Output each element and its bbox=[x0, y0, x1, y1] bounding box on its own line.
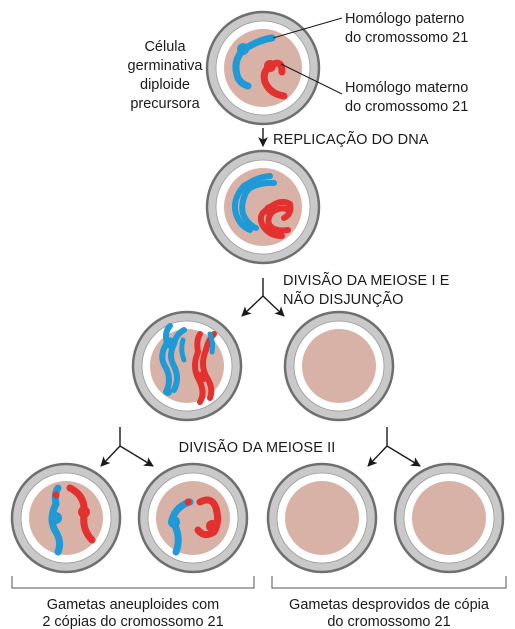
precursor-cell bbox=[205, 10, 321, 126]
nullisomic-gametes-label: Gametas desprovidos de cópia do cromosso… bbox=[289, 597, 490, 629]
aneuploid-bracket bbox=[11, 576, 255, 589]
nullisomic-gamete-2 bbox=[393, 462, 505, 574]
svg-text:Célula: Célula bbox=[144, 39, 186, 55]
svg-text:2 cópias do cromossomo 21: 2 cópias do cromossomo 21 bbox=[42, 614, 223, 629]
svg-text:Gametas aneuploides com: Gametas aneuploides com bbox=[47, 597, 220, 613]
svg-text:diploide: diploide bbox=[140, 77, 190, 93]
dna-replication-step: REPLICAÇÃO DO DNA bbox=[258, 128, 429, 148]
meiosis-one-step: DIVISÃO DA MEIOSE I E NÃO DISJUNÇÃO bbox=[241, 272, 450, 317]
daughter-cell-empty bbox=[283, 310, 395, 422]
paternal-homolog-label: Homólogo paterno do cromossomo 21 bbox=[272, 11, 468, 46]
aneuploid-gametes-label: Gametas aneuploides com 2 cópias do crom… bbox=[42, 597, 223, 629]
maternal-sister-chromatids bbox=[257, 198, 294, 239]
maternal-chromosome bbox=[66, 484, 96, 544]
maternal-chromosome bbox=[260, 59, 288, 100]
paternal-chromosome bbox=[48, 484, 64, 556]
svg-text:precursora: precursora bbox=[130, 96, 200, 112]
svg-text:NÃO DISJUNÇÃO: NÃO DISJUNÇÃO bbox=[283, 291, 404, 308]
maternal-homolog-label: Homólogo materno do cromossomo 21 bbox=[280, 63, 468, 115]
meiosis-two-step: DIVISÃO DA MEIOSE II bbox=[100, 427, 421, 467]
paternal-chromatids bbox=[159, 323, 187, 396]
paternal-chromosome bbox=[168, 498, 194, 556]
svg-text:Homólogo materno: Homólogo materno bbox=[345, 80, 468, 96]
maternal-chromatids bbox=[192, 331, 217, 405]
precursor-cell-label: Célula germinativa diploide precursora bbox=[128, 39, 204, 112]
svg-text:do cromossomo 21: do cromossomo 21 bbox=[327, 614, 450, 629]
svg-text:DIVISÃO DA MEIOSE II: DIVISÃO DA MEIOSE II bbox=[179, 439, 336, 456]
svg-text:do cromossomo 21: do cromossomo 21 bbox=[345, 99, 468, 115]
nullisomic-bracket bbox=[271, 576, 507, 589]
nullisomic-gamete-1 bbox=[266, 462, 378, 574]
maternal-chromosome bbox=[194, 496, 222, 539]
svg-text:REPLICAÇÃO DO DNA: REPLICAÇÃO DO DNA bbox=[273, 131, 429, 148]
svg-text:germinativa: germinativa bbox=[128, 58, 204, 74]
svg-text:Homólogo paterno: Homólogo paterno bbox=[345, 11, 464, 27]
replicated-cell bbox=[205, 149, 321, 265]
paternal-chromatids-2 bbox=[179, 331, 216, 363]
svg-text:DIVISÃO DA MEIOSE I E: DIVISÃO DA MEIOSE I E bbox=[283, 272, 450, 289]
svg-text:Gametas desprovidos de cópia: Gametas desprovidos de cópia bbox=[289, 597, 490, 613]
paternal-chromosome bbox=[232, 34, 276, 90]
daughter-cell-with-homologs bbox=[131, 310, 243, 422]
svg-text:do cromossomo 21: do cromossomo 21 bbox=[345, 30, 468, 46]
aneuploid-gamete-2 bbox=[137, 462, 249, 574]
aneuploid-gamete-1 bbox=[10, 462, 122, 574]
paternal-sister-chromatids bbox=[231, 173, 277, 233]
